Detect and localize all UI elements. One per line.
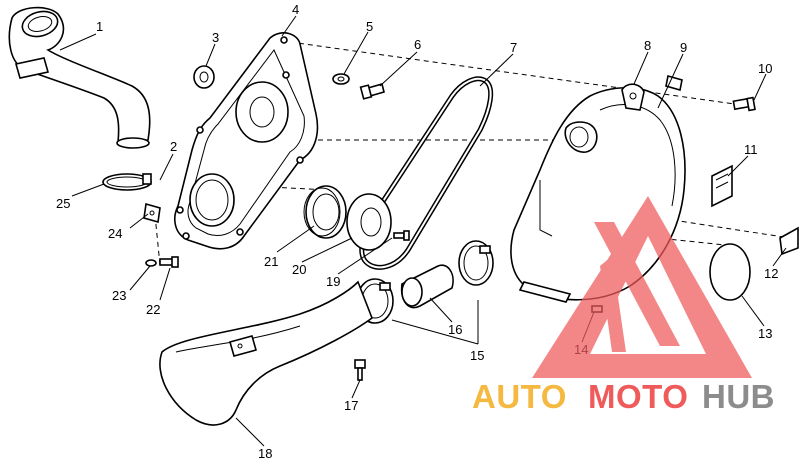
callout-15: 15 [470,348,484,363]
callout-5: 5 [366,19,373,34]
part-screw-19 [393,230,410,241]
callout-9: 9 [680,40,687,55]
callout-20: 20 [292,262,306,277]
part-bolt-17 [354,359,366,381]
part-seal-21 [303,185,347,239]
watermark-wordmark: AUTO MOTO HUB [472,378,775,415]
part-screw-6 [359,83,385,100]
watermark-hub: HUB [702,378,775,415]
watermark-triangle-inner [594,222,680,352]
callout-18: 18 [258,446,272,459]
part-bolt-10 [732,96,756,112]
callout-11: 11 [744,142,758,157]
callout-13: 13 [758,326,772,341]
callout-25: 25 [56,196,70,211]
part-label-11 [711,164,733,208]
callout-labels: 1 2 3 4 5 6 7 8 9 10 11 12 13 14 15 16 1… [56,2,778,461]
part-bolt-22 [159,256,179,268]
part-clamp-15b [458,240,494,286]
watermark-moto: MOTO [588,378,688,415]
part-grommet-3 [193,65,215,89]
part-intake-boot [159,280,373,426]
callout-23: 23 [112,288,126,303]
part-drive-belt [359,76,494,270]
part-tube-16 [400,264,454,309]
callout-2: 2 [170,139,177,154]
part-decal-9 [665,74,683,92]
part-inner-cover [174,32,319,250]
callout-17: 17 [344,398,358,413]
callout-10: 10 [758,61,772,76]
part-washer-5 [332,73,350,85]
callout-21: 21 [264,254,278,269]
callout-16: 16 [448,322,462,337]
part-washer-23 [145,259,157,267]
callout-8: 8 [644,38,651,53]
part-plate-20 [346,193,392,251]
part-intake-duct [8,6,151,149]
callout-6: 6 [414,37,421,52]
part-clamp-25 [102,173,152,191]
watermark-auto: AUTO [472,378,567,415]
callout-4: 4 [292,2,299,17]
part-plate-13 [709,243,751,301]
watermark-logo [532,196,752,378]
watermark-triangle-outer [532,196,752,378]
part-outer-cover [510,83,686,303]
callout-19: 19 [326,274,340,289]
callout-24: 24 [108,226,122,241]
callout-12: 12 [764,266,778,281]
callout-1: 1 [96,19,103,34]
part-label-12 [779,226,799,256]
part-bracket-24 [143,202,161,224]
callout-7: 7 [510,40,517,55]
callout-22: 22 [146,302,160,317]
callout-3: 3 [212,30,219,45]
